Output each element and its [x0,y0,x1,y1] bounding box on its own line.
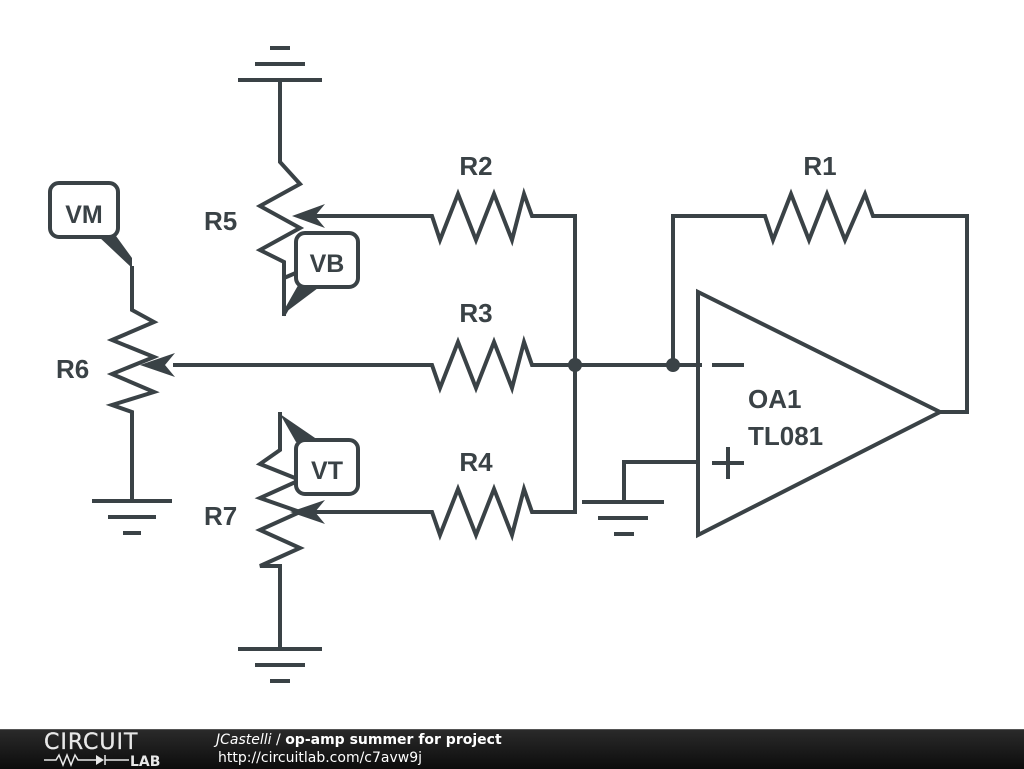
potentiometer-r5[interactable] [255,78,422,316]
resistor-r3[interactable] [173,335,702,395]
logo-resistor-icon [44,753,96,767]
logo-diode-icon [96,755,104,765]
junction-dot-summing [568,358,582,372]
ground-symbol-opamp [582,500,664,536]
circuit-url[interactable]: http://circuitlab.com/c7avw9j [218,750,423,766]
schematic-canvas: R5 VB R2 R3 R4 R1 OA1 TL081 [48,46,969,683]
title-separator: / [271,732,286,748]
potentiometer-r7[interactable] [254,412,422,650]
probe-label-vm: VM [65,201,103,229]
author-link[interactable]: JCastelli [216,732,272,748]
circuit-name[interactable]: op-amp summer for project [285,732,502,748]
label-oa1: OA1 [748,384,801,414]
probe-vb[interactable]: VB [282,231,360,316]
label-r1: R1 [803,151,836,181]
circuitlab-logo-mark[interactable]: LAB [44,753,184,767]
footer-bar: CIRCUIT LAB JCastelli / op-amp summer fo… [0,729,1024,769]
wiper-arrow-r6 [140,353,175,377]
label-oa1-part: TL081 [748,421,823,451]
probe-label-vt: VT [311,457,343,485]
ground-symbol-r6 [92,499,172,535]
wiper-arrow-r5 [292,204,325,228]
label-r7: R7 [204,501,237,531]
ground-symbol-r5 [238,46,322,82]
wiper-arrow-r7 [290,500,325,524]
probe-vm[interactable]: VM [48,181,132,268]
ground-symbol-r7 [238,647,322,683]
label-r6: R6 [56,354,89,384]
potentiometer-r6[interactable] [105,266,175,502]
label-r3: R3 [459,298,492,328]
probe-vt[interactable]: VT [280,414,360,496]
resistor-r4[interactable] [318,482,577,542]
resistor-r1[interactable] [671,188,969,414]
circuit-title: JCastelli / op-amp summer for project [216,732,502,749]
label-r5: R5 [204,206,237,236]
probe-label-vb: VB [310,250,345,278]
label-r4: R4 [459,447,493,477]
circuitlab-logo-text[interactable]: CIRCUIT [44,730,139,755]
logo-lab-text: LAB [130,754,160,767]
label-r2: R2 [459,151,492,181]
resistor-r2[interactable] [418,187,577,514]
opamp-oa1[interactable] [622,288,945,539]
